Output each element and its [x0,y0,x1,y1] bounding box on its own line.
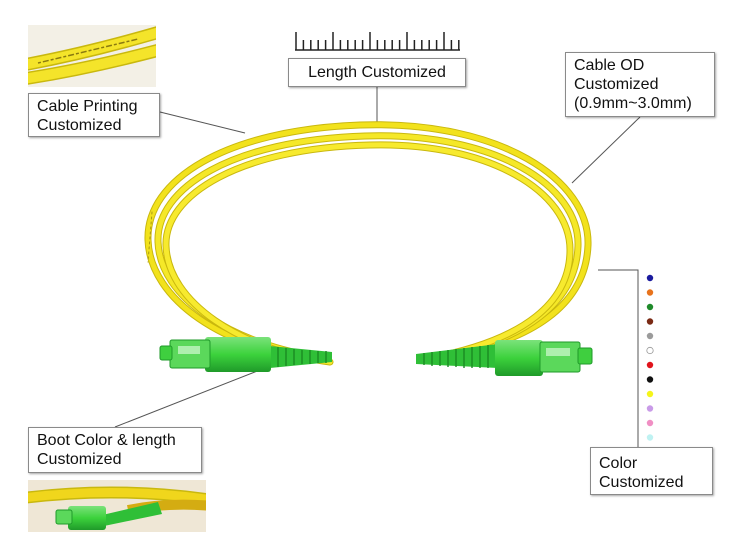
label-line: Customized [599,474,684,491]
color-swatch-dot [646,376,654,383]
label-line: Cable Printing [37,98,138,115]
label-line: Boot Color & length [37,432,176,449]
color-swatch-dot [646,318,654,325]
boot-closeup-inset [28,480,206,532]
color-swatch-dot [646,434,654,441]
label-line: Cable OD [574,57,645,74]
color-swatches [646,274,654,441]
color-swatch-dot [646,390,654,398]
length-customized-label: Length Customized [288,58,466,87]
color-swatch-dot [646,289,654,296]
color-swatch-dot [646,346,654,355]
ruler-icon [295,32,460,51]
color-swatch-dot [646,274,654,282]
label-line: Customized [574,76,659,93]
boot-color-label: Boot Color & length Customized [28,427,202,473]
leader-lines [114,87,641,447]
cable-od-label: Cable OD Customized (0.9mm~3.0mm) [565,52,715,117]
fiber-cable [144,121,592,366]
cable-printing-inset [28,25,156,87]
color-customized-label: Color Customized [590,447,713,495]
left-connector [159,337,332,372]
cable-printing-label: Cable Printing Customized [28,93,160,137]
label-line: (0.9mm~3.0mm) [574,95,692,112]
color-swatch-dot [646,405,654,412]
label-line: Customized [37,117,122,134]
label-line: Length Customized [308,64,446,81]
right-connector [416,340,593,376]
color-swatch-dot [646,303,654,311]
label-line: Customized [37,451,122,468]
label-line: Color [599,455,638,472]
color-swatch-dot [646,332,654,340]
color-swatch-dot [646,419,654,427]
color-swatch-dot [646,361,654,369]
